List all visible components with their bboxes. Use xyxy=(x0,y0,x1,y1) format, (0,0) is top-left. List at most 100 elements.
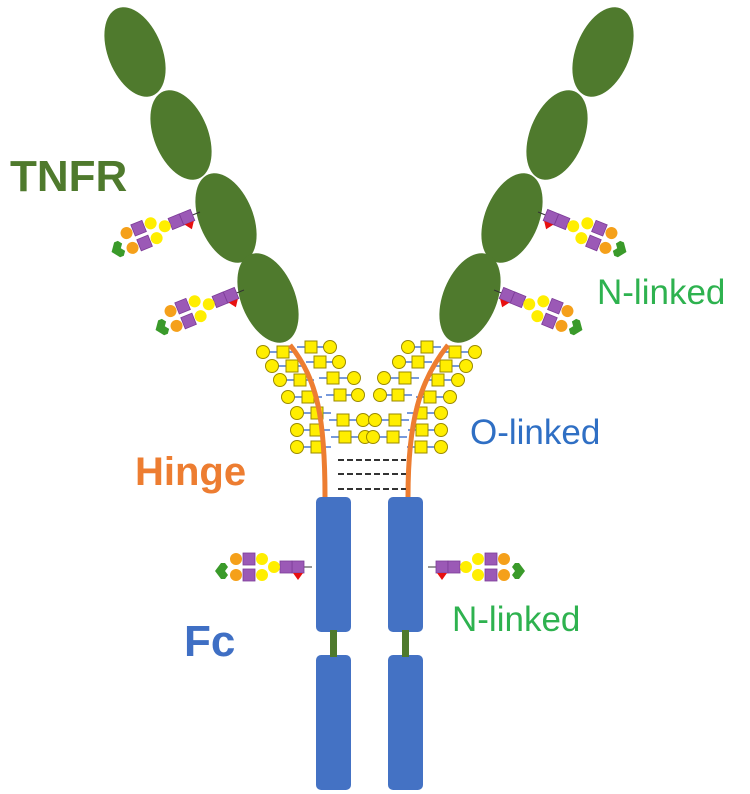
tnfr-domain-left xyxy=(195,173,257,263)
hinge-label: Hinge xyxy=(135,450,247,494)
o-glycan xyxy=(424,373,465,387)
tnfr-domain-left xyxy=(104,7,166,97)
galnac-square xyxy=(411,355,425,369)
mannose-circle xyxy=(523,298,536,311)
mannose-circle xyxy=(537,295,550,308)
galactose-circle xyxy=(351,388,365,402)
o-glycan xyxy=(319,371,361,385)
mannose-circle xyxy=(460,561,472,573)
mannose-circle xyxy=(581,217,594,230)
galactose-circle xyxy=(332,355,346,369)
glcnac-square xyxy=(180,312,197,330)
o-glycan xyxy=(290,440,331,454)
galactose-circle xyxy=(599,241,612,254)
galnac-square xyxy=(420,340,434,354)
glcnac-square xyxy=(174,297,191,315)
n-linked-bottom-label: N-linked xyxy=(452,600,581,639)
fucose-triangle xyxy=(184,220,194,230)
galactose-circle xyxy=(170,319,183,332)
tnfr-label: TNFR xyxy=(10,152,128,201)
galnac-square xyxy=(326,371,340,385)
galactose-circle xyxy=(451,373,465,387)
galactose-circle xyxy=(323,340,337,354)
galactose-circle xyxy=(120,227,133,240)
glcnac-square xyxy=(484,568,498,582)
sialic-acid-cap xyxy=(155,318,170,336)
galnac-square xyxy=(338,430,352,444)
mannose-circle xyxy=(144,217,157,230)
glcnac-square xyxy=(242,568,256,582)
o-glycan xyxy=(373,388,412,402)
tnfr-domain-right xyxy=(526,90,588,180)
glcnac-square xyxy=(541,312,558,330)
glcnac-square xyxy=(242,552,256,566)
fc-domain xyxy=(316,655,351,790)
n-glycan xyxy=(215,552,312,582)
galactose-circle xyxy=(290,423,304,437)
o-glycan xyxy=(306,355,346,369)
mannose-circle xyxy=(472,553,484,565)
mannose-circle xyxy=(531,310,544,323)
galactose-circle xyxy=(273,373,287,387)
n-linked-top-label: N-linked xyxy=(597,273,726,312)
galnac-square xyxy=(313,355,327,369)
galnac-square xyxy=(285,359,299,373)
o-glycan xyxy=(256,345,297,359)
o-glycan xyxy=(392,355,432,369)
galactose-circle xyxy=(605,227,618,240)
mannose-circle xyxy=(256,569,268,581)
galnac-square xyxy=(276,345,290,359)
mannose-circle xyxy=(268,561,280,573)
galnac-square xyxy=(304,340,318,354)
glcnac-square xyxy=(547,297,564,315)
mannose-circle xyxy=(202,298,215,311)
glcnac-square xyxy=(435,560,449,574)
mannose-circle xyxy=(472,569,484,581)
galactose-circle xyxy=(356,413,370,427)
o-linked-label: O-linked xyxy=(470,413,601,452)
galactose-circle xyxy=(230,569,242,581)
galnac-square xyxy=(423,390,437,404)
mannose-circle xyxy=(256,553,268,565)
o-glycan xyxy=(326,388,365,402)
tnfr-domain-left xyxy=(150,90,212,180)
tnfr-domain-right xyxy=(572,7,634,97)
galactose-circle xyxy=(434,406,448,420)
galactose-circle xyxy=(368,413,382,427)
galactose-circle xyxy=(459,359,473,373)
galactose-circle xyxy=(265,359,279,373)
fucose-triangle xyxy=(500,298,510,308)
o-glycan xyxy=(401,340,441,354)
mannose-circle xyxy=(575,232,588,245)
galactose-circle xyxy=(126,241,139,254)
fc-domain xyxy=(388,497,423,632)
fc-linker xyxy=(330,630,337,657)
fc-linker xyxy=(402,630,409,657)
hinge-chain-right xyxy=(405,343,450,498)
o-glycan xyxy=(441,345,482,359)
n-glycan xyxy=(493,286,583,336)
glycan-link xyxy=(192,211,201,216)
glcnac-square xyxy=(279,560,293,574)
glcnac-square xyxy=(553,213,571,231)
tnfr-domain-right xyxy=(481,173,543,263)
tnfr-domain-left xyxy=(237,253,299,343)
glycan-link xyxy=(236,289,245,294)
o-glycan xyxy=(329,413,370,427)
o-glycan xyxy=(432,359,473,373)
glycan-link xyxy=(537,211,546,216)
fc-domain xyxy=(388,655,423,790)
galnac-square xyxy=(431,373,445,387)
galactose-circle xyxy=(366,430,380,444)
galnac-square xyxy=(439,359,453,373)
glcnac-square xyxy=(484,552,498,566)
sialic-acid-cap xyxy=(612,240,627,258)
o-glycan xyxy=(273,373,314,387)
mannose-circle xyxy=(188,295,201,308)
glcnac-square xyxy=(591,219,608,237)
o-glycan xyxy=(290,406,331,420)
galactose-circle xyxy=(561,305,574,318)
sialic-acid-cap xyxy=(111,240,126,258)
galnac-square xyxy=(388,413,402,427)
